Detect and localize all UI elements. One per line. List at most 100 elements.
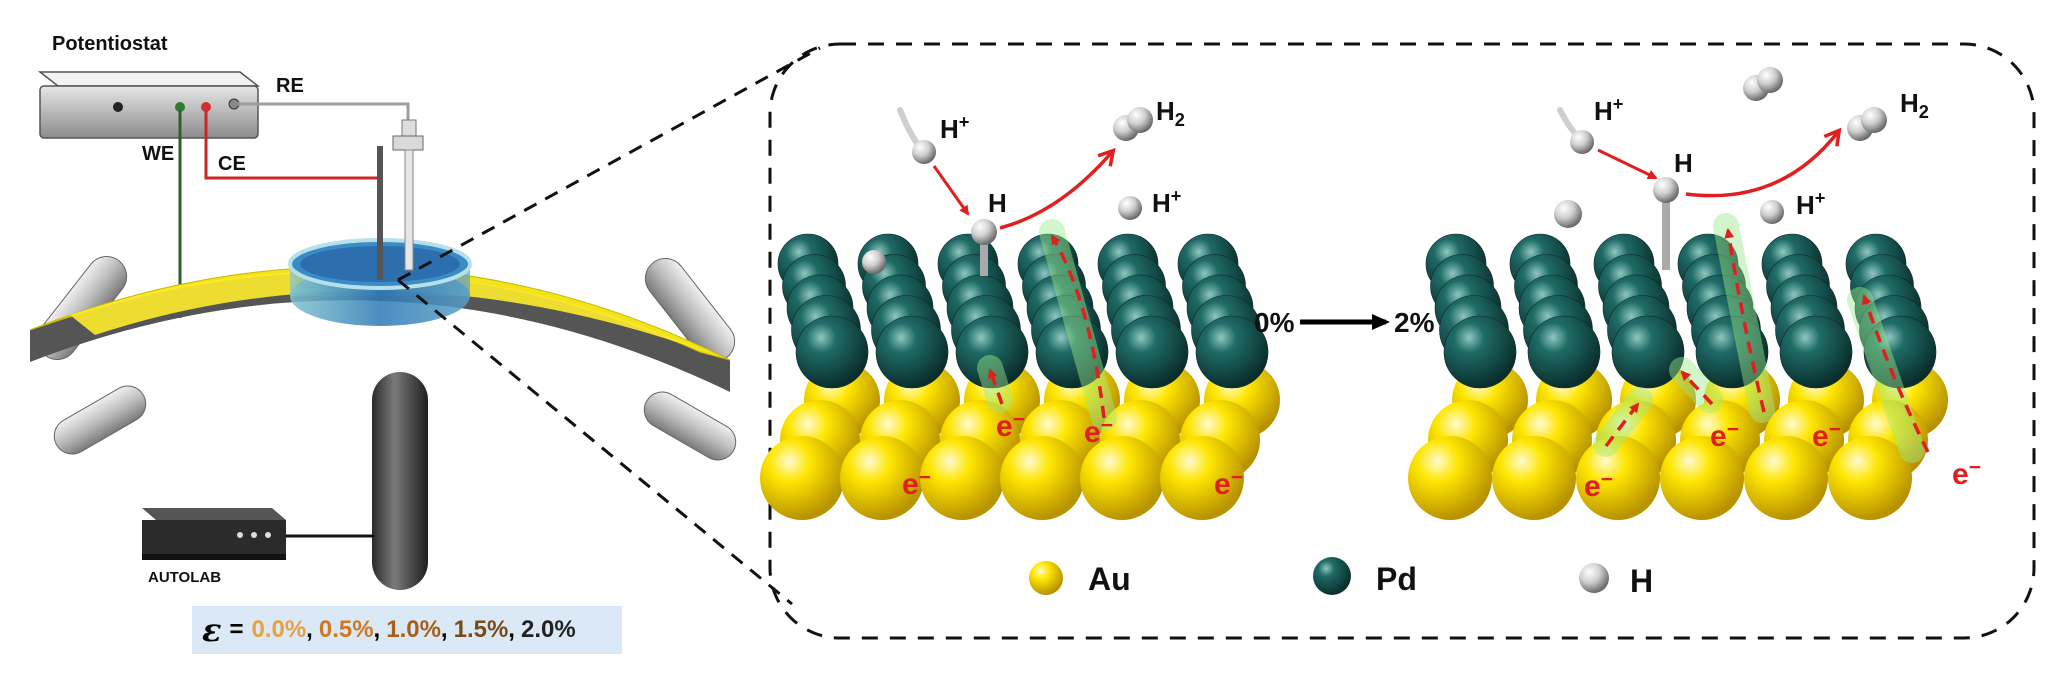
pd-atom <box>875 315 949 389</box>
electron-path <box>1680 370 1714 406</box>
strain-from-label: 0% <box>1254 307 1295 338</box>
experimental-setup: Potentiostat RE WE CE <box>29 33 737 590</box>
legend-label-h: H <box>1630 563 1653 599</box>
strain-values-bar: ε = 0.0%, 0.5%, 1.0%, 1.5%, 2.0% <box>192 606 622 654</box>
au-atom <box>1744 436 1828 520</box>
right-h-plus-2-label: H+ <box>1796 188 1825 220</box>
legend-label-pd: Pd <box>1376 561 1417 597</box>
au-atom <box>1492 436 1576 520</box>
lattice-strained <box>1408 233 1948 520</box>
left-h-plus-label: H+ <box>940 112 969 144</box>
electron-path <box>1861 294 1930 453</box>
epsilon-symbol: ε <box>202 611 222 649</box>
electron-path <box>1724 228 1766 413</box>
electron-path <box>987 368 1004 405</box>
strain-value-4: 2.0% <box>520 616 576 643</box>
legend-item-h: H <box>1579 563 1653 599</box>
h-atom <box>971 219 997 245</box>
left-h2-label: H2 <box>1156 96 1185 130</box>
strain-value-2: 1.0% <box>386 616 441 643</box>
potentiostat-device <box>37 71 261 139</box>
h-atom <box>1757 67 1783 93</box>
electron-path-glow <box>1847 287 1925 463</box>
pd-atom <box>795 315 869 389</box>
electron-label: e− <box>1084 414 1113 449</box>
reference-electrode <box>401 119 417 137</box>
h-atom <box>1861 107 1887 133</box>
strain-to-label: 2% <box>1394 307 1435 338</box>
electron-label: e− <box>1952 456 1981 491</box>
adsorption-arrow <box>932 165 970 216</box>
electron-label: e− <box>1710 418 1739 453</box>
h-atom-icon <box>1579 563 1609 593</box>
equals-sign: = <box>229 616 244 643</box>
au-atom <box>920 436 1004 520</box>
legend-label-au: Au <box>1088 561 1131 597</box>
desorption-arrow <box>999 147 1116 230</box>
right-h2-label: H2 <box>1900 88 1929 122</box>
strain-value-1: 0.5% <box>318 616 374 643</box>
autolab-label: AUTOLAB <box>148 569 221 586</box>
we-label: WE <box>142 143 174 165</box>
h-bond <box>1662 196 1670 270</box>
legend: Au Pd H <box>1029 557 1653 599</box>
zoom-line-bottom <box>397 278 793 606</box>
legend-item-au: Au <box>1029 561 1131 597</box>
au-atom <box>1000 436 1084 520</box>
electron-path <box>1050 234 1106 419</box>
roller-bottom-right <box>643 391 737 461</box>
h-atom <box>912 140 936 164</box>
re-label: RE <box>276 75 304 97</box>
lattice-unstrained <box>760 233 1280 520</box>
au-atom <box>1828 436 1912 520</box>
h-atom <box>1118 196 1142 220</box>
re-wire <box>238 102 410 120</box>
h-atom <box>1760 200 1784 224</box>
electron-path <box>1604 402 1640 448</box>
right-h-label: H <box>1674 148 1693 178</box>
h-atom <box>862 250 886 274</box>
counter-electrode <box>377 146 383 280</box>
au-atom <box>1160 436 1244 520</box>
electron-path-glow <box>1713 213 1775 423</box>
potentiostat-label: Potentiostat <box>52 33 168 55</box>
zoom-line-top <box>397 46 821 282</box>
pd-atom <box>1115 315 1189 389</box>
h-atom <box>1554 200 1582 228</box>
right-h-plus-label: H+ <box>1594 94 1623 126</box>
au-atom <box>1660 436 1744 520</box>
au-atom-icon <box>1029 561 1063 595</box>
au-atom <box>840 436 924 520</box>
legend-item-pd: Pd <box>1313 557 1417 597</box>
pd-atom <box>1195 315 1269 389</box>
pd-atom <box>1779 315 1853 389</box>
pd-atom <box>1695 315 1769 389</box>
support-post <box>372 372 428 590</box>
zoom-frame <box>768 42 2036 640</box>
pd-atom <box>955 315 1029 389</box>
pd-atom <box>1611 315 1685 389</box>
pd-atom-icon <box>1313 557 1351 595</box>
au-atom <box>760 436 844 520</box>
roller-top-right <box>644 257 736 363</box>
au-atom <box>1080 436 1164 520</box>
strain-value-3: 1.5% <box>453 616 509 643</box>
autolab-device <box>142 508 286 560</box>
h-bond <box>980 240 988 276</box>
roller-bottom-left <box>53 385 147 455</box>
au-atom <box>1576 436 1660 520</box>
desorption-arrow <box>1685 127 1842 198</box>
left-h-plus-2-label: H+ <box>1152 186 1181 218</box>
ce-label: CE <box>218 153 246 175</box>
h-atom <box>1127 107 1153 133</box>
pd-atom <box>1527 315 1601 389</box>
au-atom <box>1408 436 1492 520</box>
h-atom <box>1653 177 1679 203</box>
strain-value-0: 0.0% <box>251 616 307 643</box>
left-h-label: H <box>988 188 1007 218</box>
h-atom <box>1570 130 1594 154</box>
electron-path-glow <box>1039 219 1117 431</box>
